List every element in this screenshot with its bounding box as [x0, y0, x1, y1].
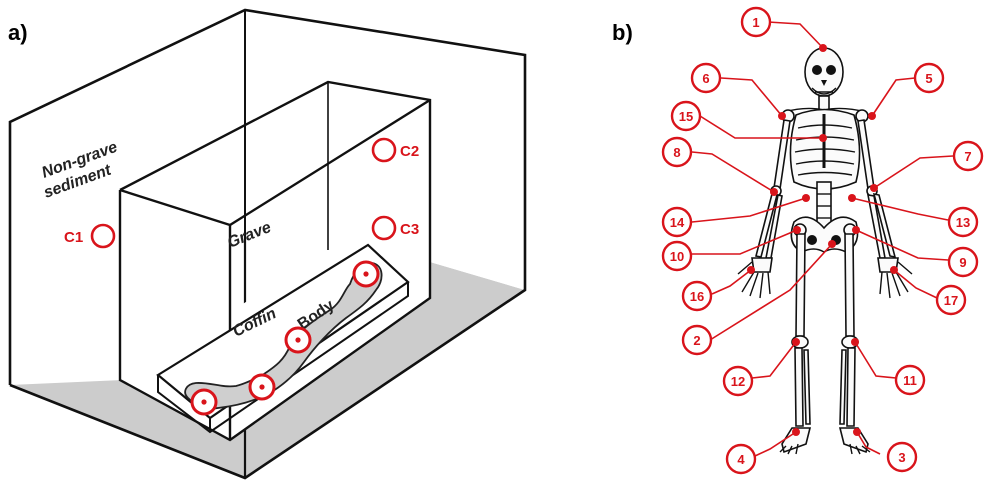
panel-a-label: a) — [8, 20, 28, 45]
leader-8 — [691, 151, 775, 193]
callout-1: 1 — [740, 6, 772, 38]
callout-15-number: 15 — [679, 109, 693, 124]
point-10-dot — [793, 226, 801, 234]
leader-11 — [854, 341, 897, 379]
callout-lines — [691, 21, 954, 457]
point-8-dot — [770, 188, 778, 196]
callout-15: 15 — [670, 100, 702, 132]
leader-5 — [871, 77, 916, 117]
callout-17-number: 17 — [944, 293, 958, 308]
point-11-dot — [851, 338, 859, 346]
point-7-dot — [870, 184, 878, 192]
point-14-dot — [802, 194, 810, 202]
leader-12 — [751, 341, 797, 379]
body-sample-torso — [284, 326, 312, 354]
point-3-dot — [853, 428, 861, 436]
leader-13 — [851, 197, 949, 221]
point-13-dot — [848, 194, 856, 202]
callout-2: 2 — [681, 324, 713, 356]
point-12-dot — [792, 338, 800, 346]
leader-16 — [711, 269, 752, 295]
callout-3-number: 3 — [898, 450, 905, 465]
c2-label: C2 — [400, 143, 419, 160]
panel-b-label: b) — [612, 20, 633, 45]
point-2-dot — [828, 240, 836, 248]
callout-8: 8 — [661, 136, 693, 168]
point-16-dot — [747, 266, 755, 274]
sampling-points — [747, 44, 898, 436]
control-sample-c2: C2 — [371, 137, 419, 163]
leader-3 — [856, 431, 881, 455]
sediment-back-wall — [245, 10, 525, 290]
panel-b: b) — [612, 6, 984, 475]
point-4-dot — [792, 428, 800, 436]
callout-14: 14 — [661, 206, 693, 238]
body-sample-feet — [190, 388, 218, 416]
callout-1-number: 1 — [752, 15, 759, 30]
control-sample-c3: C3 — [371, 215, 419, 241]
leader-6 — [720, 77, 783, 117]
grave-front-edge-top — [119, 188, 231, 227]
callout-9: 9 — [947, 246, 979, 278]
point-1-dot — [819, 44, 827, 52]
legs-sample-dot — [259, 384, 265, 390]
callout-14-number: 14 — [670, 215, 685, 230]
leader-7 — [873, 155, 954, 189]
body-sample-legs — [248, 373, 276, 401]
leader-1 — [767, 21, 824, 49]
leader-10 — [692, 229, 798, 255]
leader-15 — [699, 115, 823, 139]
callout-12: 12 — [722, 365, 754, 397]
panel-a: a) Non-grave se — [8, 8, 527, 480]
callout-4: 4 — [725, 443, 757, 475]
torso-sample-dot — [295, 337, 301, 343]
body-sample-head — [352, 260, 380, 288]
point-5-dot — [868, 112, 876, 120]
callout-9-number: 9 — [959, 255, 966, 270]
control-sample-c1: C1 — [64, 223, 116, 249]
callout-13: 13 — [947, 206, 979, 238]
leader-17 — [893, 269, 938, 299]
callout-11-number: 11 — [903, 373, 917, 388]
callout-4-number: 4 — [737, 452, 745, 467]
leader-9 — [855, 229, 949, 261]
point-9-dot — [852, 226, 860, 234]
c3-marker — [371, 215, 397, 241]
head-sample-dot — [363, 271, 369, 277]
callout-11: 11 — [894, 364, 926, 396]
point-15-dot — [819, 134, 827, 142]
feet-sample-dot — [201, 399, 207, 405]
callout-16-number: 16 — [690, 289, 704, 304]
callout-3: 3 — [886, 441, 918, 473]
c1-label: C1 — [64, 229, 83, 246]
point-6-dot — [778, 112, 786, 120]
leader-2 — [709, 243, 833, 341]
callout-12-number: 12 — [731, 374, 745, 389]
callout-10: 10 — [661, 240, 693, 272]
callout-5-number: 5 — [925, 71, 932, 86]
c3-label: C3 — [400, 221, 419, 238]
callout-10-number: 10 — [670, 249, 684, 264]
callout-badges: 1 2 3 4 5 6 7 8 9 10 11 12 13 14 15 16 1… — [661, 6, 984, 475]
callout-17: 17 — [935, 284, 967, 316]
c1-marker — [90, 223, 116, 249]
callout-5: 5 — [913, 62, 945, 94]
skeleton-illustration — [737, 47, 913, 455]
point-17-dot — [890, 266, 898, 274]
grave-front-edge-right — [229, 98, 431, 227]
leader-4 — [754, 431, 797, 457]
callout-2-number: 2 — [693, 333, 700, 348]
callout-8-number: 8 — [673, 145, 680, 160]
callout-6: 6 — [690, 62, 722, 94]
callout-6-number: 6 — [702, 71, 709, 86]
callout-13-number: 13 — [956, 215, 970, 230]
c2-marker — [371, 137, 397, 163]
leader-14 — [691, 197, 807, 223]
callout-7-number: 7 — [964, 149, 971, 164]
callout-16: 16 — [681, 280, 713, 312]
callout-7: 7 — [952, 140, 984, 172]
